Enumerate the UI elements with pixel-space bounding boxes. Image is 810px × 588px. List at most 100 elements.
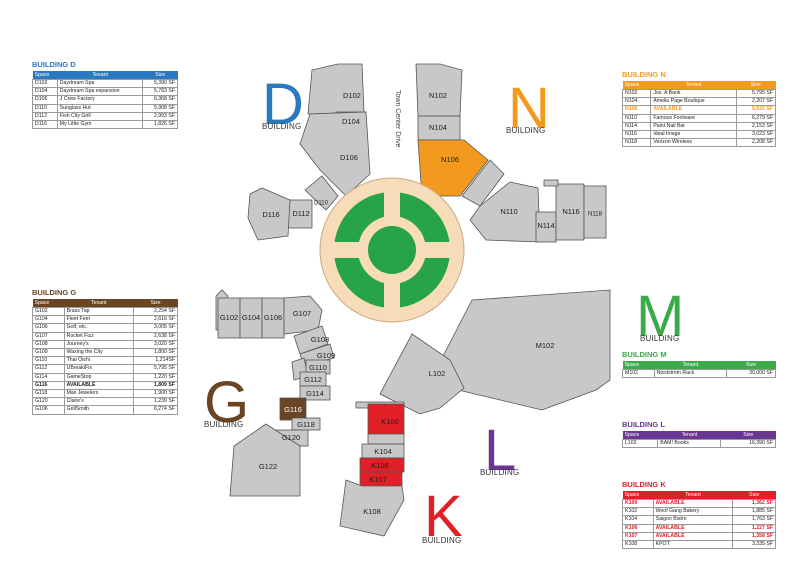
unit-k108[interactable]: [339, 479, 405, 537]
cell-tenant: AVAILABLE: [652, 498, 734, 509]
unit-k100[interactable]: [367, 403, 405, 435]
cell-space: D110: [32, 103, 58, 113]
cell-space: G114: [32, 372, 65, 382]
unit-d116[interactable]: [247, 187, 291, 241]
building-g-shapes: G102 G104 G106 G107 G108 G109 G110 G112 …: [215, 289, 335, 497]
building-l-letter: L: [484, 418, 517, 483]
unit-g114-label: G114: [306, 389, 324, 398]
unit-g122[interactable]: [229, 423, 301, 497]
table-title: BUILDING M: [622, 350, 667, 359]
unit-m102[interactable]: [439, 289, 611, 411]
cell-space: N104: [621, 97, 652, 107]
cell-space: K102: [622, 507, 654, 517]
cell-size: 5,532 SF: [735, 105, 777, 115]
building-m-word: BUILDING: [640, 334, 680, 343]
cell-size: 1,826 SF: [142, 120, 178, 130]
column-header-size: Size: [720, 431, 776, 440]
column-header-size: Size: [726, 361, 776, 370]
cell-size: 1,358 SF: [732, 531, 776, 542]
unit-k107-label: K107: [369, 475, 387, 484]
unit-n116[interactable]: [555, 183, 585, 241]
cell-tenant: Jos. A Bank: [650, 88, 737, 99]
cell-space: G120: [32, 397, 65, 407]
unit-l102[interactable]: [379, 333, 465, 415]
table-title: BUILDING K: [622, 480, 666, 489]
unit-k106-label: K106: [371, 461, 389, 470]
cell-space: G116: [32, 380, 65, 391]
unit-g107[interactable]: [283, 295, 323, 335]
cell-size: 1,900 SF: [133, 389, 178, 399]
cell-size: 2,993 SF: [142, 111, 178, 122]
cell-tenant: Fish City Grill: [56, 111, 144, 122]
cell-space: N116: [621, 130, 652, 140]
unit-n104[interactable]: [417, 115, 461, 141]
unit-n118-label: N118: [588, 212, 603, 218]
cell-size: 1,763 SF: [732, 515, 776, 525]
unit-d102[interactable]: [307, 63, 365, 115]
building-k-word: BUILDING: [422, 536, 462, 545]
cell-tenant: Max Jewelers: [63, 389, 135, 399]
cell-tenant: My Little Gym: [56, 120, 144, 130]
building-g-letter: G: [204, 370, 250, 435]
cell-space: K100: [622, 498, 654, 509]
unit-k104-label: K104: [374, 447, 392, 456]
unit-n118[interactable]: [583, 185, 607, 239]
unit-n102[interactable]: [415, 63, 463, 117]
cell-size: 1,214SF: [133, 356, 178, 366]
unit-d112[interactable]: [287, 199, 313, 229]
cell-tenant: BAM! Books: [657, 438, 722, 449]
cell-tenant: AVAILABLE: [63, 380, 135, 391]
unit-k100-label: K100: [381, 417, 399, 426]
cell-space: N110: [621, 113, 652, 123]
cell-size: 1,239 SF: [133, 397, 178, 407]
cell-space: N102: [621, 88, 652, 99]
cell-space: G109: [32, 348, 65, 358]
unit-k102[interactable]: [367, 433, 405, 445]
cell-tenant: Amelia Page Boutique: [650, 97, 737, 107]
unit-d110[interactable]: [304, 175, 339, 211]
cell-tenant: Daydream Spa expansion: [56, 87, 144, 97]
unit-g114[interactable]: [299, 385, 331, 401]
cell-space: K104: [622, 515, 654, 525]
building-d-letter: D: [262, 72, 304, 137]
unit-g118-label: G118: [297, 420, 315, 429]
unit-g108[interactable]: [293, 325, 329, 355]
